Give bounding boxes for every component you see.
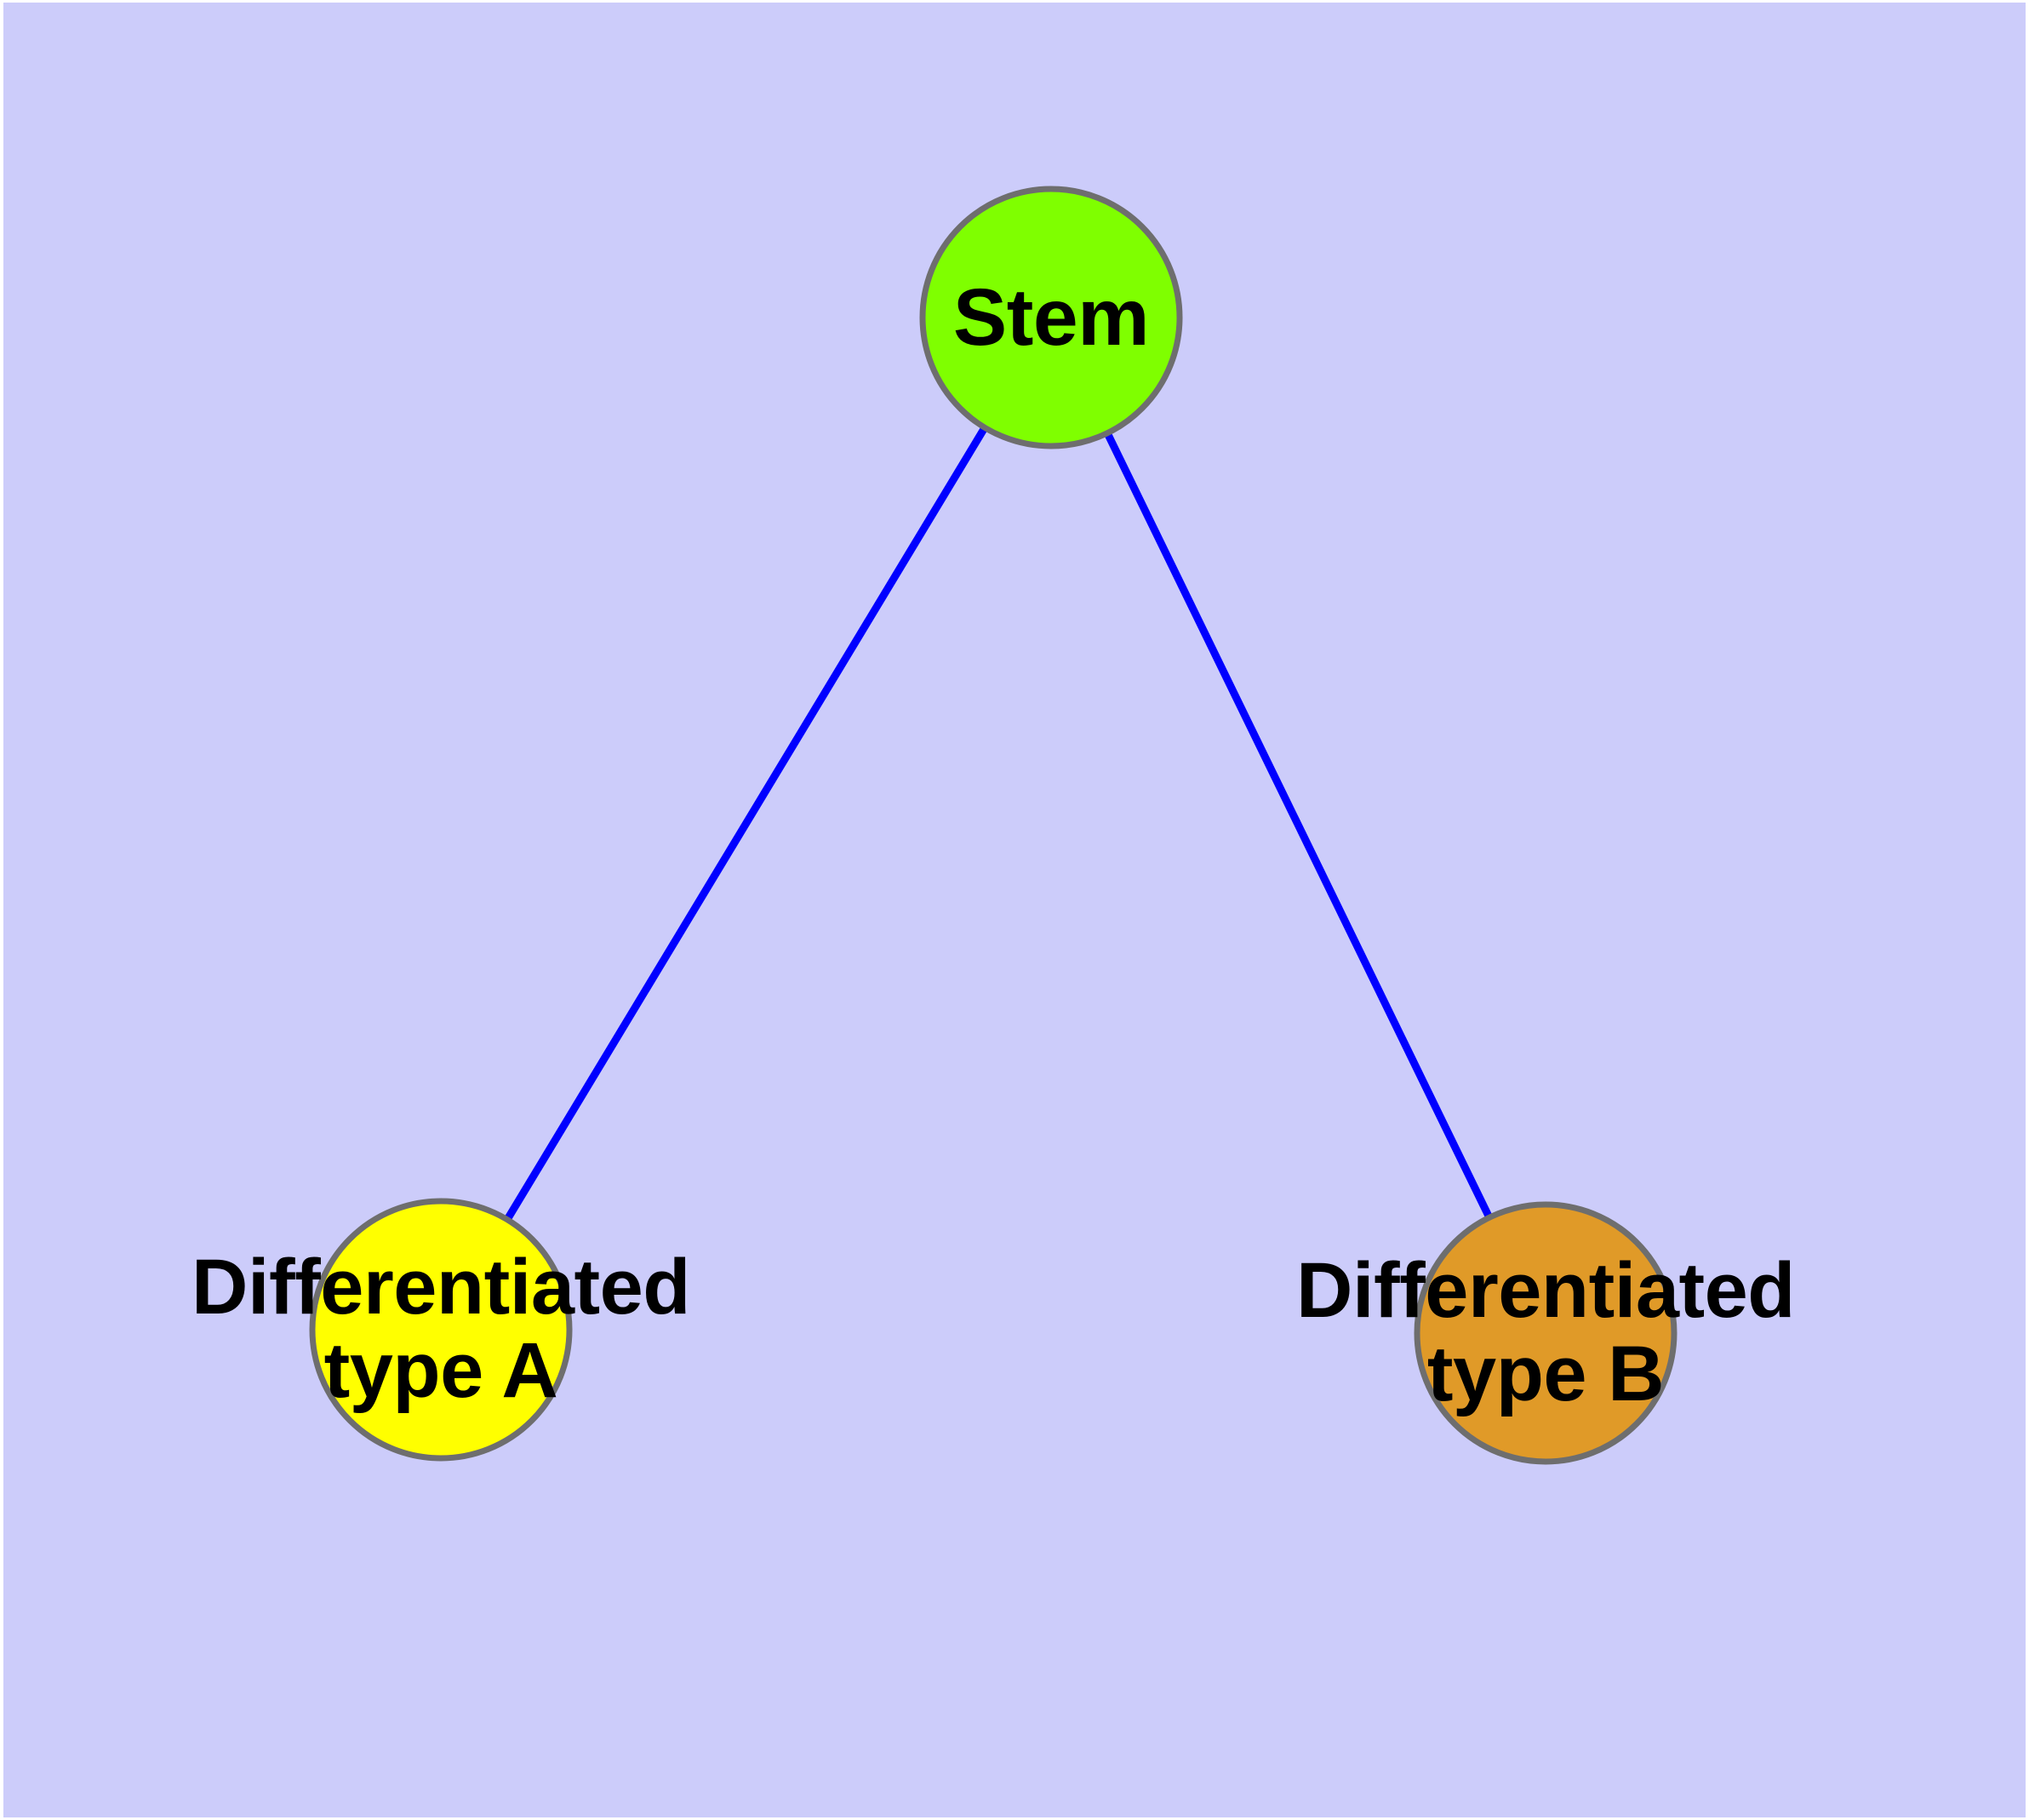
node-stem[interactable] [919,186,1183,449]
graph-svg [309,186,1677,1465]
node-differentiated-type-a[interactable] [309,1198,573,1462]
edge-stem-to-differentiated-type-b[interactable] [1104,432,1493,1218]
node-layer [309,186,1677,1465]
diagram-plot-area: Stem Differentiated type A Differentiate… [3,3,2026,1817]
node-differentiated-type-b[interactable] [1414,1201,1677,1465]
edge-layer [505,426,1493,1221]
edge-stem-to-differentiated-type-a[interactable] [505,426,987,1221]
